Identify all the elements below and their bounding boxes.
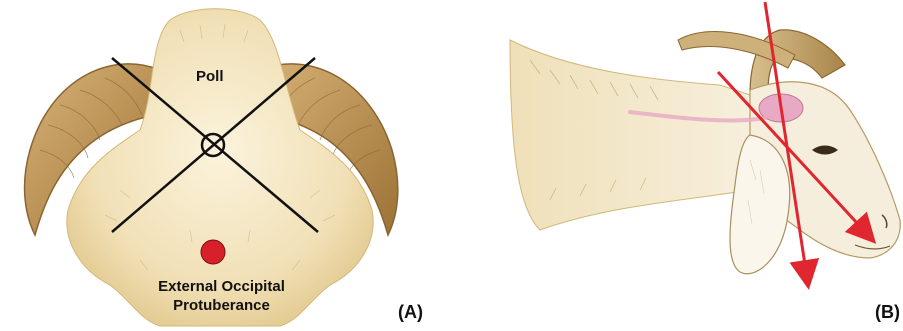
- poll-label: Poll: [196, 68, 224, 85]
- panel-a-top-view: Poll External Occipital Protuberance (A): [0, 0, 440, 331]
- panel-b-side-view: (B): [450, 0, 903, 331]
- occipital-label-line2: Protuberance: [139, 296, 304, 315]
- panel-a-letter: (A): [398, 302, 423, 323]
- occipital-protuberance-label: External Occipital Protuberance: [139, 277, 304, 315]
- occipital-protuberance-dot: [201, 240, 225, 264]
- occipital-label-line1: External Occipital: [139, 277, 304, 296]
- panel-b-letter: (B): [875, 302, 900, 323]
- neck: [510, 40, 750, 230]
- goat-head-side-illustration: [450, 0, 903, 331]
